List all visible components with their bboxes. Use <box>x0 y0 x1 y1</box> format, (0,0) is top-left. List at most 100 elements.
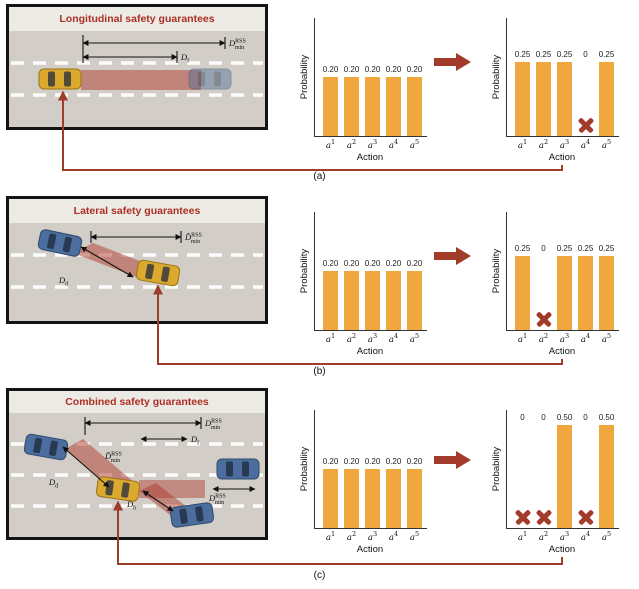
bar-value-label: 0.20 <box>343 65 360 74</box>
bar-a1 <box>323 77 338 136</box>
bar-value-label: 0.20 <box>385 259 402 268</box>
bar-value-label: 0.20 <box>364 457 381 466</box>
bar-a4 <box>386 271 401 330</box>
x-tick-label: a5 <box>409 530 420 543</box>
bar-a1 <box>323 271 338 330</box>
x-tick-label: a4 <box>580 138 591 151</box>
x-tick-label: a4 <box>580 332 591 345</box>
x-axis-label: Action <box>548 152 576 163</box>
bar-value-label: 0 <box>541 244 546 254</box>
bar-value-label: 0.25 <box>514 50 531 60</box>
bar-value-label: 0.25 <box>556 50 573 60</box>
bar-value-label: 0.20 <box>364 259 381 268</box>
bar-value-label: 0.25 <box>514 244 531 254</box>
bar-a1 <box>515 62 530 136</box>
subfigure-caption-a: (a) <box>313 171 326 182</box>
ego-car <box>38 68 82 90</box>
bar-value-label: 0.25 <box>556 244 573 254</box>
bar-a2 <box>344 77 359 136</box>
bar-value-label: 0 <box>520 412 525 422</box>
bar-value-label: 0.25 <box>598 244 615 254</box>
bar-value-label: 0.20 <box>385 457 402 466</box>
distance-arrows <box>82 35 226 63</box>
subfigure-caption-c: (c) <box>313 570 326 581</box>
x-tick-label: a5 <box>601 138 612 151</box>
subfigure-caption-b: (b) <box>313 366 326 377</box>
panel-title-combined: Combined safety guarantees <box>65 396 209 408</box>
bar-a1 <box>323 469 338 528</box>
transform-arrow-icon <box>434 450 472 475</box>
y-axis-label: Probability <box>491 446 502 492</box>
bar-a5 <box>407 77 422 136</box>
x-tick-label: a4 <box>580 530 591 543</box>
masked-action-cross-a2 <box>535 508 553 526</box>
bar-a2 <box>344 271 359 330</box>
bar-value-label: 0.20 <box>343 457 360 466</box>
bar-a5 <box>599 256 614 330</box>
panel-title-lateral: Lateral safety guarantees <box>74 205 201 217</box>
bar-value-label: 0.20 <box>322 65 339 74</box>
x-tick-label: a5 <box>601 332 612 345</box>
y-axis-label: Probability <box>299 248 310 294</box>
x-tick-label: a5 <box>409 138 420 151</box>
bar-a1 <box>515 256 530 330</box>
y-axis-label: Probability <box>491 248 502 294</box>
bar-value-label: 0 <box>583 50 588 60</box>
bar-a4 <box>386 469 401 528</box>
bar-value-label: 0.50 <box>598 412 615 422</box>
bar-value-label: 0.20 <box>385 65 402 74</box>
bar-a5 <box>599 62 614 136</box>
masked-action-cross-a1 <box>514 508 532 526</box>
y-axis-label: Probability <box>299 446 310 492</box>
x-axis-label: Action <box>548 544 576 555</box>
bar-a5 <box>599 424 614 528</box>
bar-a5 <box>407 271 422 330</box>
bar-value-label: 0.50 <box>556 412 573 422</box>
ego-car <box>135 259 181 287</box>
transform-arrow-icon <box>434 246 472 271</box>
panel-title-longitudinal: Longitudinal safety guarantees <box>59 13 214 25</box>
bar-a3 <box>365 469 380 528</box>
other-car-blue <box>37 229 83 257</box>
x-tick-label: a5 <box>601 530 612 543</box>
distance-arrows <box>80 231 182 278</box>
bar-a3 <box>365 271 380 330</box>
distance-label-df: Df <box>190 434 199 447</box>
bar-value-label: 0.20 <box>364 65 381 74</box>
bar-value-label: 0.25 <box>577 244 594 254</box>
bar-a3 <box>557 256 572 330</box>
bar-value-label: 0.20 <box>322 259 339 268</box>
x-axis-label: Action <box>356 346 384 357</box>
x-axis-label: Action <box>548 346 576 357</box>
other-car-blue-right <box>216 458 260 480</box>
bar-value-label: 0 <box>541 412 546 422</box>
bar-a4 <box>386 77 401 136</box>
y-axis-label: Probability <box>491 54 502 100</box>
bar-value-label: 0.25 <box>598 50 615 60</box>
bar-a2 <box>536 62 551 136</box>
bar-a5 <box>407 469 422 528</box>
bar-a3 <box>557 424 572 528</box>
bar-value-label: 0.20 <box>343 259 360 268</box>
transform-arrow-icon <box>434 52 472 77</box>
bar-value-label: 0 <box>583 412 588 422</box>
bar-value-label: 0.20 <box>406 457 423 466</box>
x-axis-label: Action <box>356 544 384 555</box>
masked-action-cross-a4 <box>577 116 595 134</box>
